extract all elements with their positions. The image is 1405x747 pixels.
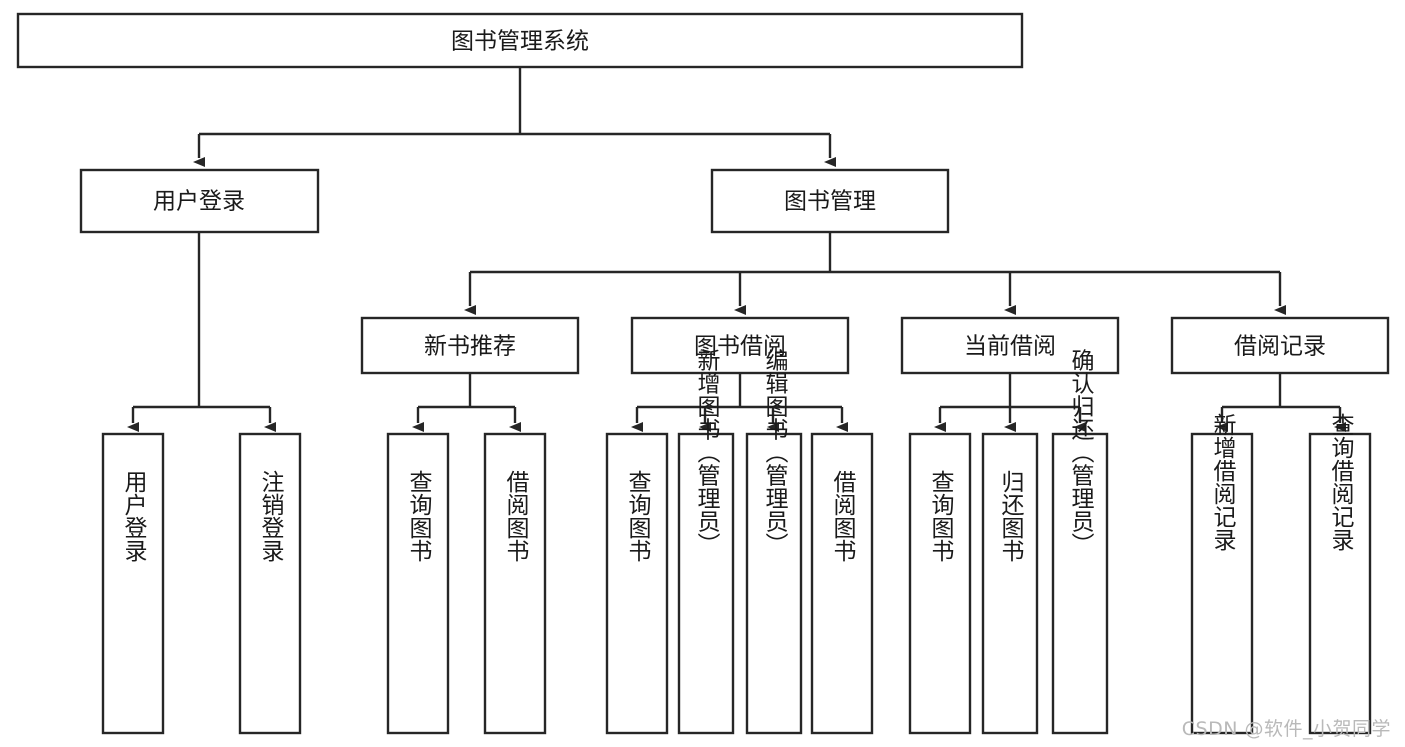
node-leaf-query-book-2[interactable]: 查询图书 <box>605 432 669 735</box>
node-box-root[interactable] <box>16 12 1024 69</box>
node-label-book-manage: 图书管理 <box>784 189 876 215</box>
node-box-leaf-confirm-return[interactable] <box>1051 432 1109 735</box>
node-box-book-borrow[interactable] <box>630 316 850 375</box>
node-label-leaf-query-book-2: 查询图书 <box>624 470 652 562</box>
node-label-user-login: 用户登录 <box>153 189 245 215</box>
node-leaf-query-record[interactable]: 查询借阅记录 <box>1308 413 1372 735</box>
node-label-leaf-edit-book: 编辑图书（管理员） <box>761 349 789 556</box>
node-borrow-record[interactable]: 借阅记录 <box>1170 316 1390 375</box>
node-box-leaf-borrow-book-2[interactable] <box>810 432 874 735</box>
node-root[interactable]: 图书管理系统 <box>16 12 1024 69</box>
connector-layer <box>127 67 1346 432</box>
node-label-root: 图书管理系统 <box>451 29 589 55</box>
node-label-leaf-confirm-return: 确认归还（管理员） <box>1067 349 1095 556</box>
node-leaf-query-book-1[interactable]: 查询图书 <box>386 432 450 735</box>
node-label-current-borrow: 当前借阅 <box>964 334 1056 360</box>
node-current-borrow[interactable]: 当前借阅 <box>900 316 1120 375</box>
node-leaf-confirm-return[interactable]: 确认归还（管理员） <box>1051 349 1109 735</box>
node-box-leaf-logout[interactable] <box>238 432 302 735</box>
node-label-leaf-borrow-book-1: 借阅图书 <box>502 470 530 562</box>
node-box-leaf-query-book-1[interactable] <box>386 432 450 735</box>
node-book-manage[interactable]: 图书管理 <box>710 168 950 234</box>
node-label-leaf-query-record: 查询借阅记录 <box>1327 413 1355 551</box>
node-box-leaf-return-book[interactable] <box>981 432 1039 735</box>
node-label-leaf-add-book: 新增图书（管理员） <box>693 349 721 556</box>
node-box-leaf-add-record[interactable] <box>1190 432 1254 735</box>
node-box-new-book-rec[interactable] <box>360 316 580 375</box>
node-label-leaf-return-book: 归还图书 <box>997 470 1025 562</box>
node-leaf-user-login[interactable]: 用户登录 <box>101 432 165 735</box>
node-label-leaf-query-book-1: 查询图书 <box>405 470 433 562</box>
node-label-leaf-user-login: 用户登录 <box>120 470 148 562</box>
node-leaf-add-record[interactable]: 新增借阅记录 <box>1190 413 1254 735</box>
node-user-login[interactable]: 用户登录 <box>79 168 320 234</box>
node-leaf-add-book[interactable]: 新增图书（管理员） <box>677 349 735 735</box>
node-label-leaf-logout: 注销登录 <box>257 470 285 562</box>
node-box-leaf-add-book[interactable] <box>677 432 735 735</box>
node-box-book-manage[interactable] <box>710 168 950 234</box>
node-box-leaf-query-book-2[interactable] <box>605 432 669 735</box>
node-box-leaf-query-record[interactable] <box>1308 432 1372 735</box>
node-leaf-query-book-3[interactable]: 查询图书 <box>908 432 972 735</box>
node-leaf-borrow-book-1[interactable]: 借阅图书 <box>483 432 547 735</box>
node-leaf-edit-book[interactable]: 编辑图书（管理员） <box>745 349 803 735</box>
node-new-book-rec[interactable]: 新书推荐 <box>360 316 580 375</box>
node-box-leaf-user-login[interactable] <box>101 432 165 735</box>
node-leaf-logout[interactable]: 注销登录 <box>238 432 302 735</box>
node-box-leaf-borrow-book-1[interactable] <box>483 432 547 735</box>
node-label-new-book-rec: 新书推荐 <box>424 334 516 360</box>
node-label-book-borrow: 图书借阅 <box>694 334 786 360</box>
node-label-borrow-record: 借阅记录 <box>1234 334 1326 360</box>
node-label-leaf-add-record: 新增借阅记录 <box>1209 413 1237 551</box>
node-leaf-return-book[interactable]: 归还图书 <box>981 432 1039 735</box>
node-box-current-borrow[interactable] <box>900 316 1120 375</box>
node-box-leaf-edit-book[interactable] <box>745 432 803 735</box>
node-box-borrow-record[interactable] <box>1170 316 1390 375</box>
node-book-borrow[interactable]: 图书借阅 <box>630 316 850 375</box>
node-label-leaf-query-book-3: 查询图书 <box>927 470 955 562</box>
node-box-user-login[interactable] <box>79 168 320 234</box>
node-label-leaf-borrow-book-2: 借阅图书 <box>829 470 857 562</box>
node-leaf-borrow-book-2[interactable]: 借阅图书 <box>810 432 874 735</box>
node-box-leaf-query-book-3[interactable] <box>908 432 972 735</box>
